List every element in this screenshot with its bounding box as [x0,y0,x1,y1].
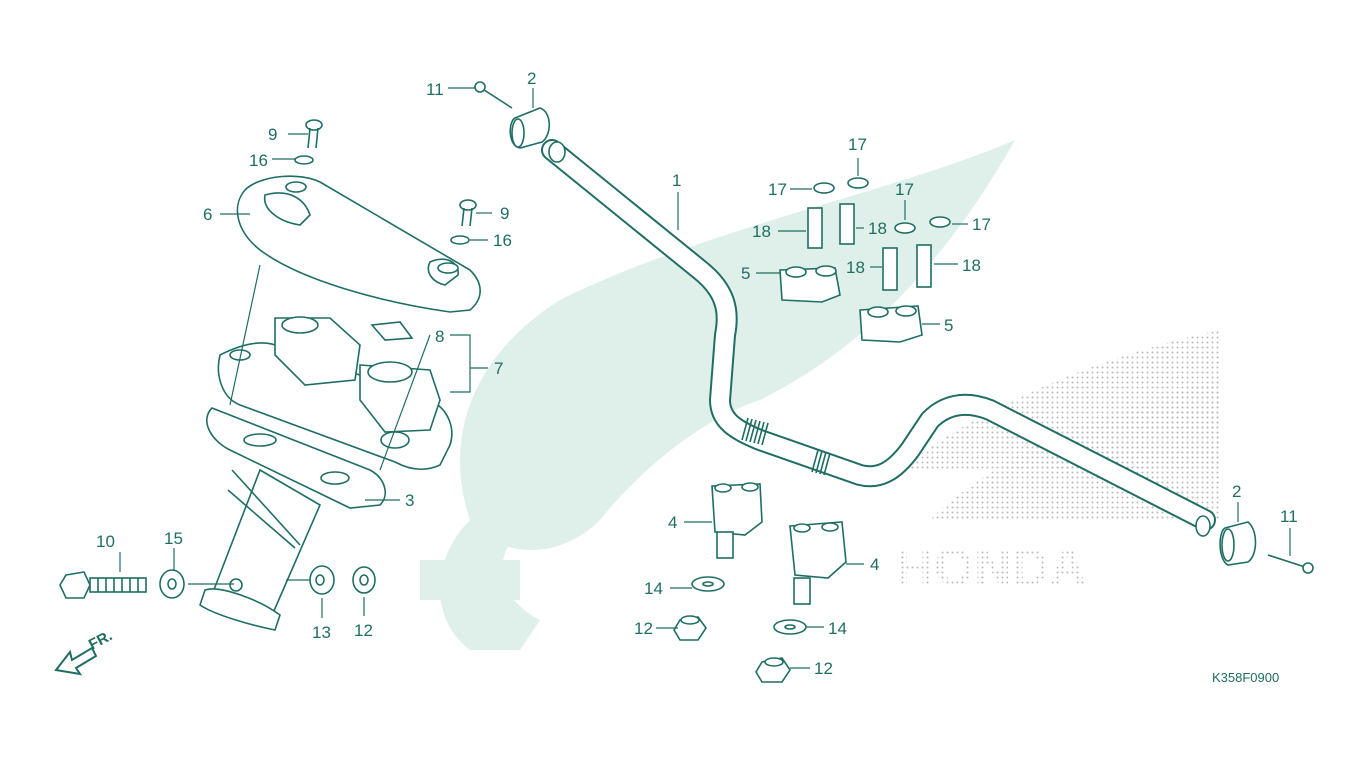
stem-bolt [59,571,147,599]
riser-right [789,521,847,605]
clamp-5-right [859,305,923,343]
screw-9-right [450,199,477,245]
bolt-caps [813,177,951,234]
screw-9-left [294,119,323,165]
washer-14-right [773,619,807,635]
label-4-left: 4 [668,513,677,532]
label-5-right: 5 [944,316,953,335]
label-3: 3 [405,491,414,510]
end-weight-left [474,81,551,149]
label-14-right: 14 [828,619,847,638]
label-16-left: 16 [249,151,268,170]
nut-12-center [673,615,707,641]
label-11-left: 11 [426,80,444,99]
watermark-text: HONDA [896,539,1087,597]
label-14-left: 14 [644,579,663,598]
nut-12-right [755,657,791,683]
label-8: 8 [435,327,444,346]
label-12-left: 12 [354,621,373,640]
label-18-b: 18 [868,219,887,238]
label-17-a: 17 [768,180,787,199]
handlebar-upper-holder [236,175,481,313]
knurled-band [741,417,831,476]
label-12-right: 12 [814,659,833,678]
label-7: 7 [494,359,503,378]
label-9-left: 9 [268,125,277,144]
part-number-labels: 11 2 1 9 16 6 9 16 8 7 3 10 15 13 12 4 4… [96,69,1298,678]
riser-left [711,482,763,559]
figure-code: K358F0900 [1212,670,1279,685]
steering-stem [199,407,386,631]
label-10: 10 [96,532,115,551]
label-15: 15 [164,529,183,548]
label-18-d: 18 [962,256,981,275]
end-weight-right [1219,521,1314,574]
label-12-center: 12 [634,619,653,638]
clamp-5-left [779,265,841,303]
label-17-c: 17 [895,180,914,199]
handlebar [541,139,1216,537]
washer-14-left [691,576,725,592]
label-18-c: 18 [846,258,865,277]
front-direction-arrow: FR. [54,627,115,676]
label-5-left: 5 [741,264,750,283]
nut-12-left [352,566,376,594]
collar-13 [309,565,335,595]
clamp-bolts [807,203,932,291]
label-17-d: 17 [972,215,991,234]
label-6: 6 [203,205,212,224]
label-17-b: 17 [848,135,867,154]
leader-lines [119,87,1291,669]
washer-15 [159,569,185,599]
label-16-right: 16 [493,231,512,250]
label-2-left: 2 [527,69,536,88]
label-2-right: 2 [1232,482,1241,501]
top-bridge [217,316,453,471]
label-9-right: 9 [500,204,509,223]
label-4-right: 4 [870,555,879,574]
label-1: 1 [672,171,681,190]
label-13: 13 [312,623,331,642]
label-11-right: 11 [1280,507,1298,526]
label-18-a: 18 [752,222,771,241]
